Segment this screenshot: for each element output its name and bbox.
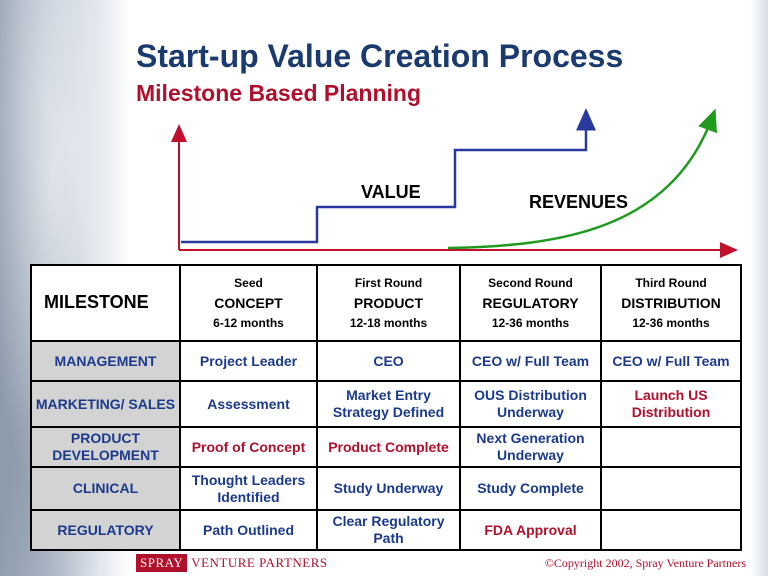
stage-duration: 12-36 months: [632, 315, 710, 330]
brand-logo: SPRAY VENTURE PARTNERS: [136, 554, 328, 572]
table-cell: [600, 509, 742, 551]
value-label: VALUE: [361, 182, 421, 202]
table-cell: Proof of Concept: [179, 426, 318, 468]
milestone-table: MILESTONE Seed CONCEPT 6-12 months First…: [30, 264, 742, 551]
background-right-edge: [750, 0, 768, 576]
table-cell: [600, 426, 742, 468]
table-row: CLINICAL Thought Leaders Identified Stud…: [30, 466, 742, 511]
row-label: MANAGEMENT: [30, 340, 181, 382]
milestone-header: MILESTONE: [30, 264, 181, 342]
table-cell: Market Entry Strategy Defined: [316, 380, 461, 428]
stage-round: Second Round: [488, 275, 573, 290]
slide-title: Start-up Value Creation Process: [136, 38, 624, 74]
row-label: REGULATORY: [30, 509, 181, 551]
table-row: MARKETING/ SALES Assessment Market Entry…: [30, 380, 742, 428]
table-cell: FDA Approval: [459, 509, 602, 551]
brand-logo-text: VENTURE PARTNERS: [191, 555, 328, 570]
stage-duration: 12-36 months: [491, 315, 570, 330]
table-cell: Clear Regulatory Path: [316, 509, 461, 551]
stage-name: DISTRIBUTION: [621, 295, 721, 312]
stage-duration: 12-18 months: [349, 315, 428, 330]
table-header-row: MILESTONE Seed CONCEPT 6-12 months First…: [30, 264, 742, 342]
table-cell: CEO w/ Full Team: [459, 340, 602, 382]
stage-name: REGULATORY: [482, 295, 579, 312]
stage-header: Seed CONCEPT 6-12 months: [179, 264, 318, 342]
stage-header: Third Round DISTRIBUTION 12-36 months: [600, 264, 742, 342]
stage-header: Second Round REGULATORY 12-36 months: [459, 264, 602, 342]
row-label: CLINICAL: [30, 466, 181, 511]
table-cell: Thought Leaders Identified: [179, 466, 318, 511]
value-step-line: [181, 108, 596, 244]
row-label: MARKETING/ SALES: [30, 380, 181, 428]
stage-name: PRODUCT: [353, 295, 424, 312]
table-cell: Study Underway: [316, 466, 461, 511]
table-cell: Product Complete: [316, 426, 461, 468]
table-cell: Assessment: [179, 380, 318, 428]
slide-subtitle: Milestone Based Planning: [136, 80, 421, 106]
table-cell: Path Outlined: [179, 509, 318, 551]
stage-header: First Round PRODUCT 12-18 months: [316, 264, 461, 342]
table-cell: Study Complete: [459, 466, 602, 511]
copyright-notice: ©Copyright 2002, Spray Venture Partners: [544, 556, 746, 570]
stage-round: First Round: [354, 275, 423, 290]
stage-name: CONCEPT: [214, 295, 283, 312]
table-row: MANAGEMENT Project Leader CEO CEO w/ Ful…: [30, 340, 742, 382]
stage-round: Third Round: [635, 275, 707, 290]
table-cell: CEO w/ Full Team: [600, 340, 742, 382]
table-row: PRODUCT DEVELOPMENT Proof of Concept Pro…: [30, 426, 742, 468]
brand-logo-box: SPRAY: [136, 554, 188, 572]
stage-duration: 6-12 months: [213, 315, 284, 330]
table-row: REGULATORY Path Outlined Clear Regulator…: [30, 509, 742, 551]
table-cell: Launch US Distribution: [600, 380, 742, 428]
table-cell: CEO: [316, 340, 461, 382]
row-label: PRODUCT DEVELOPMENT: [30, 426, 181, 468]
table-cell: Project Leader: [179, 340, 318, 382]
stage-round: Seed: [234, 275, 263, 290]
revenues-label: REVENUES: [529, 192, 629, 212]
revenues-curve: [447, 108, 717, 250]
table-cell: Next Generation Underway: [459, 426, 602, 468]
table-cell: OUS Distribution Underway: [459, 380, 602, 428]
table-cell: [600, 466, 742, 511]
